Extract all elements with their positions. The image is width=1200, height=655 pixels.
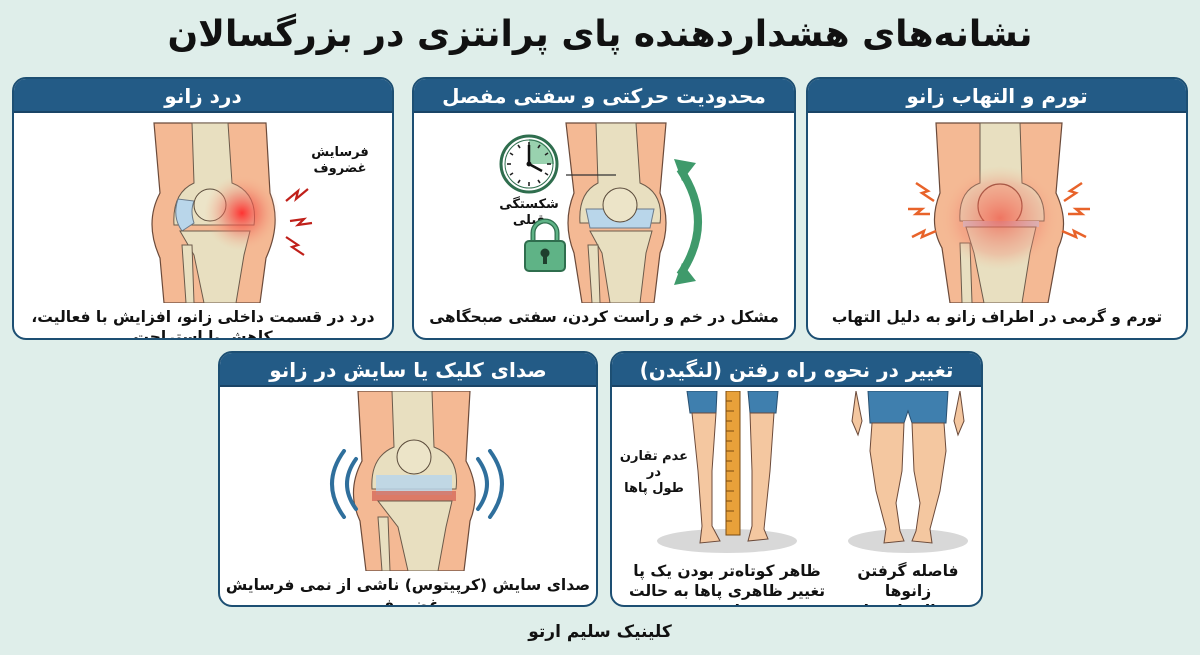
previous-fracture-label: شکستگی قبلی xyxy=(499,197,559,228)
leg-length-asymmetry-label: عدم تقارن در طول پاها xyxy=(619,449,689,496)
sound-waves-icon xyxy=(476,449,504,519)
left-caption: ظاهر کوتاه‌تر بودن یک پا تغییر ظاهری پاه… xyxy=(628,562,826,605)
legs-with-ruler-illustration xyxy=(657,391,797,553)
right-caption: فاصله گرفتن زانوها در حالت ایستاده xyxy=(846,562,969,605)
swollen-knee-illustration xyxy=(908,122,1090,303)
panel-heading: صدای کلیک یا سایش در زانو xyxy=(220,353,596,387)
cartilage-wear-label: فرسایش غضروف xyxy=(311,145,369,176)
panel-heading: درد زانو xyxy=(14,79,392,113)
panel-heading: تورم و التهاب زانو xyxy=(808,79,1186,113)
bowed-legs-illustration xyxy=(848,391,968,553)
lock-icon xyxy=(524,218,566,272)
curved-double-arrow-icon xyxy=(674,159,702,285)
page-title: نشانه‌های هشداردهنده پای پرانتزی در بزرگ… xyxy=(167,14,1033,55)
footer-clinic-name: کلینیک سلیم ارتو xyxy=(528,622,672,642)
worn-knee-illustration xyxy=(352,391,476,571)
painful-knee-illustration xyxy=(151,122,313,303)
panel-swelling: تورم و التهاب زانو xyxy=(806,77,1188,340)
sound-waves-icon xyxy=(330,449,358,519)
panel-caption: صدای سایش (کرپیتوس) ناشی از نمی فرسایش غ… xyxy=(225,576,591,607)
panel-crepitus: صدای کلیک یا سایش در زانو صدای سایش (کرپ… xyxy=(218,351,598,607)
panel-heading: محدودیت حرکتی و سفتی مفصل xyxy=(414,79,794,113)
panel-gait-change: تغییر در نحوه راه رفتن (لنگیدن) عدم تقار… xyxy=(610,351,983,607)
panel-caption: درد در قسمت داخلی زانو، افزایش با فعالیت… xyxy=(31,308,375,340)
panel-stiffness: محدودیت حرکتی و سفتی مفصل xyxy=(412,77,796,340)
knee-joint-illustration xyxy=(565,122,667,303)
panel-knee-pain: درد زانو فرسایش xyxy=(12,77,394,340)
panel-caption: تورم و گرمی در اطراف زانو به دلیل التهاب xyxy=(831,308,1163,326)
panel-caption: مشکل در خم و راست کردن، سفتی صبحگاهی xyxy=(429,308,779,326)
panel-heading: تغییر در نحوه راه رفتن (لنگیدن) xyxy=(612,353,981,387)
clock-icon xyxy=(499,134,559,194)
